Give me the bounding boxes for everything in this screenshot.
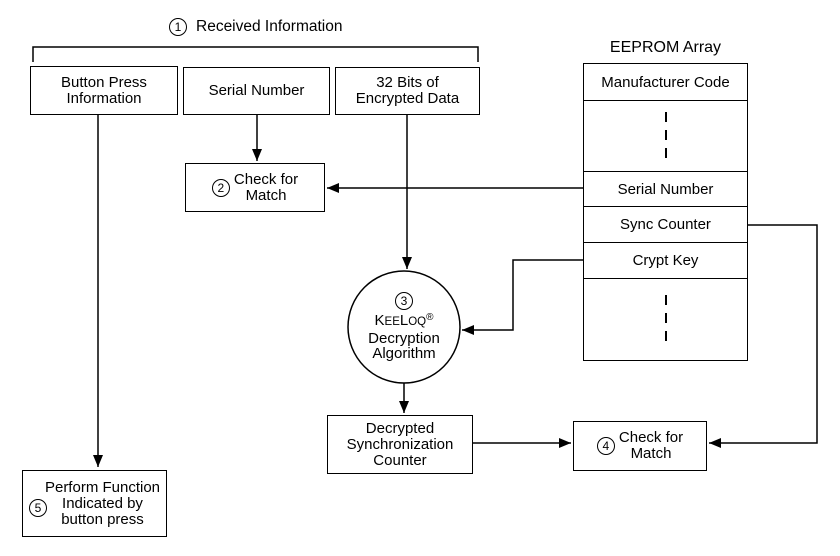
- keeloq-circle-shape: [347, 270, 461, 384]
- perform-function-box: 5 Perform Function Indicated by button p…: [22, 470, 167, 537]
- eeprom-row-manufacturer-code: Manufacturer Code: [584, 64, 747, 101]
- check4-line2: Match: [630, 445, 672, 462]
- encrypted-data-line1: 32 Bits of: [376, 74, 439, 91]
- perform-line1: Perform Function: [44, 478, 161, 496]
- check2-line2: Match: [245, 186, 287, 204]
- eeprom-row-sync-counter: Sync Counter: [584, 207, 747, 243]
- eeprom-row-ellipsis-bottom: [584, 279, 747, 360]
- arrow-synccounter-to-check4: [709, 224, 818, 448]
- keeloq-brand: KEELOQ®: [374, 312, 434, 330]
- step-2-badge: 2: [211, 178, 230, 197]
- keeloq-line2: Decryption: [368, 329, 440, 347]
- perform-line3: button press: [61, 510, 144, 528]
- eeprom-row-crypt-key: Crypt Key: [584, 243, 747, 279]
- check4-line1: Check for: [618, 429, 684, 446]
- step-4-badge: 4: [596, 437, 615, 455]
- received-information-header: 1 Received Information: [169, 18, 342, 36]
- eeprom-row-ellipsis-top: [584, 101, 747, 172]
- vertical-dashes: [664, 294, 667, 345]
- encrypted-data-box: 32 Bits of Encrypted Data: [335, 67, 480, 115]
- check-for-match-2-box: 2 Check for Match: [185, 163, 325, 212]
- decsync-line1: Decrypted: [365, 419, 435, 437]
- step-3-badge: 3: [395, 292, 413, 311]
- serial-number-box: Serial Number: [183, 67, 330, 115]
- step-5-badge: 5: [29, 499, 47, 517]
- keeloq-line3: Algorithm: [372, 345, 436, 363]
- received-information-title: Received Information: [196, 18, 343, 35]
- eeprom-array-table: Manufacturer Code Serial Number Sync Cou…: [583, 63, 748, 361]
- decsync-line2: Synchronization: [346, 435, 454, 453]
- encrypted-data-line2: Encrypted Data: [355, 90, 460, 107]
- eeprom-row-serial-number: Serial Number: [584, 172, 747, 207]
- arrow-cryptkey-to-keeloq: [462, 259, 583, 335]
- vertical-dashes: [664, 112, 667, 160]
- keeloq-decryption-algorithm: 3 KEELOQ® Decryption Algorithm: [346, 270, 462, 384]
- step-1-badge: 1: [169, 18, 187, 36]
- decsync-line3: Counter: [373, 451, 427, 469]
- decrypted-sync-counter-box: Decrypted Synchronization Counter: [327, 415, 473, 474]
- check2-line1: Check for: [233, 170, 299, 188]
- button-press-line1: Button Press: [61, 73, 147, 91]
- perform-line2: Indicated by: [62, 494, 143, 512]
- received-info-bracket: [32, 46, 479, 62]
- button-press-information-box: Button Press Information: [30, 66, 178, 115]
- check-for-match-4-box: 4 Check for Match: [573, 421, 707, 471]
- serial-number-label: Serial Number: [208, 82, 305, 99]
- eeprom-array-title: EEPROM Array: [609, 39, 722, 56]
- button-press-line2: Information: [66, 89, 142, 107]
